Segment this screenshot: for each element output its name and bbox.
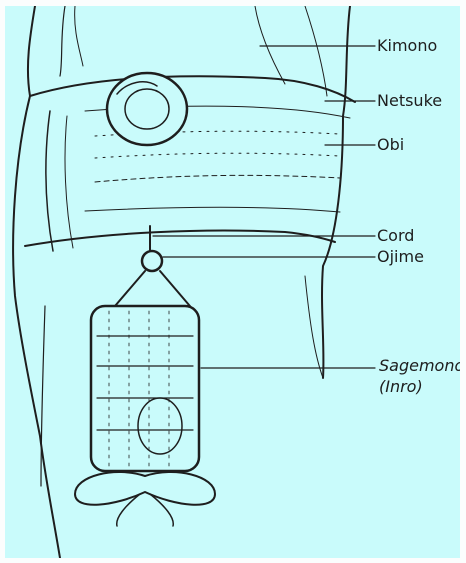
kimono-right-outline (322, 6, 350, 378)
label-netsuke: Netsuke (377, 92, 442, 110)
obi-top (30, 76, 355, 102)
diagram-panel: Kimono Netsuke Obi Cord Ojime Sagemono (… (5, 6, 460, 558)
label-inro: (Inro) (379, 378, 423, 396)
label-kimono: Kimono (377, 37, 437, 55)
ojime-bead (142, 251, 162, 271)
kimono-outline (13, 6, 60, 558)
netsuke-shape (107, 73, 187, 145)
netsuke-illustration (5, 6, 460, 558)
label-cord: Cord (377, 227, 414, 245)
label-obi: Obi (377, 136, 404, 154)
label-ojime: Ojime (377, 248, 424, 266)
label-sagemono: Sagemono (379, 357, 460, 375)
cord-bow (75, 472, 215, 505)
